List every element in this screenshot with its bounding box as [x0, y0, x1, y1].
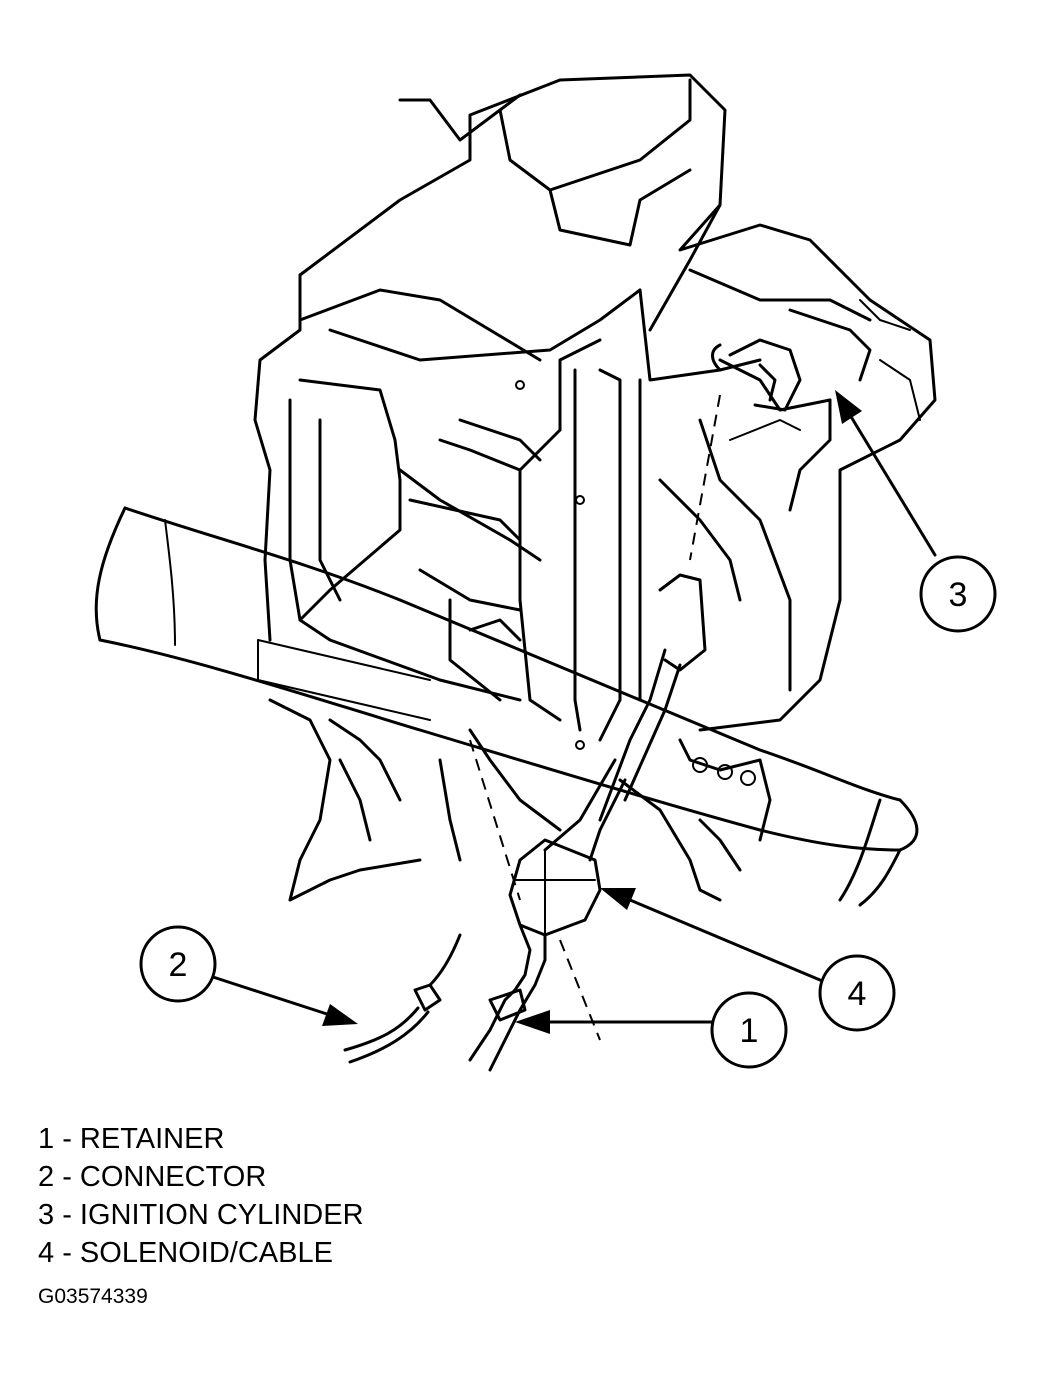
legend-number: 1: [38, 1123, 55, 1155]
arrowhead-2: [322, 1004, 358, 1026]
arrowhead-4: [600, 888, 636, 910]
arrowhead-1: [515, 1010, 550, 1034]
callout-number-4: 4: [848, 975, 867, 1013]
ignition-cylinder: [711, 308, 872, 412]
callout-4: 4: [818, 954, 896, 1032]
connector-wire: [343, 933, 462, 1064]
leader-line-3: [848, 413, 937, 557]
callout-3: 3: [919, 555, 997, 633]
solenoid-cable: [468, 573, 707, 1072]
legend-number: 4: [38, 1237, 55, 1269]
callout-number-2: 2: [169, 946, 188, 984]
callout-number-1: 1: [740, 1012, 759, 1050]
legend-number: 2: [38, 1161, 55, 1193]
legend-number: 3: [38, 1199, 55, 1231]
legend-item: 3 - IGNITION CYLINDER: [38, 1199, 364, 1231]
column-housing: [253, 73, 937, 750]
callout-number-3: 3: [949, 576, 968, 614]
legend-item: 1 - RETAINER: [38, 1123, 225, 1155]
leader-line-4: [628, 898, 822, 982]
leader-line-2: [211, 975, 332, 1017]
callout-arrows: [211, 390, 937, 1034]
legend-item: 4 - SOLENOID/CABLE: [38, 1237, 333, 1269]
figure-id: G03574339: [38, 1285, 148, 1308]
legend-label: SOLENOID/CABLE: [79, 1237, 333, 1269]
legend: 1 - RETAINER 2 - CONNECTOR 3 - IGNITION …: [38, 1120, 364, 1272]
callout-2: 2: [139, 925, 217, 1003]
callout-1: 1: [710, 991, 788, 1069]
legend-label: IGNITION CYLINDER: [79, 1199, 364, 1231]
legend-label: RETAINER: [79, 1123, 225, 1155]
legend-label: CONNECTOR: [79, 1161, 267, 1193]
legend-item: 2 - CONNECTOR: [38, 1161, 267, 1193]
arrowhead-3: [835, 390, 862, 424]
cross-car-beam: [94, 506, 919, 907]
